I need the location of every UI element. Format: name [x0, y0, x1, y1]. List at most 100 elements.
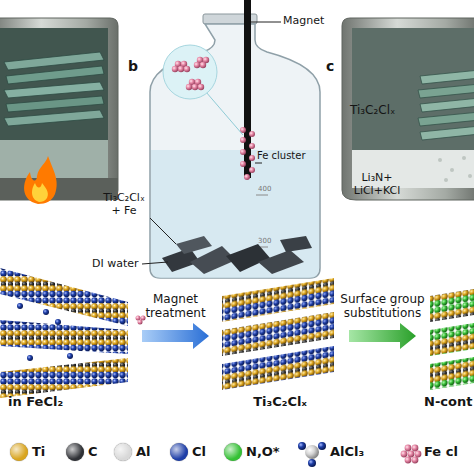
fe-cluster: [244, 174, 250, 180]
legend-icon: [412, 457, 419, 464]
crucible-c: [418, 84, 474, 98]
crucible-c: [342, 18, 474, 200]
zoom-bubble: [163, 45, 243, 135]
zoom-bubble: [178, 66, 184, 72]
fe-cluster: [240, 161, 246, 167]
crucible-a: [0, 178, 118, 200]
legend-icon: [415, 451, 422, 458]
layered-structure: [67, 353, 73, 359]
crucible-c: [420, 126, 474, 140]
legend-label: N,O*: [246, 444, 280, 460]
layered-structure: [55, 319, 61, 325]
flame: [24, 156, 57, 204]
zoom-bubble: [172, 66, 178, 72]
layered-structure: [141, 316, 146, 321]
layered-structure: [138, 320, 143, 325]
fe-cluster: [249, 167, 255, 173]
legend-icon: [298, 442, 306, 450]
legend-icon: [412, 445, 419, 452]
layered-structure: [0, 268, 474, 398]
legend-label: Fe cl: [424, 444, 458, 460]
crucible-a: [6, 66, 104, 84]
crucible-c: [420, 98, 474, 112]
legend-swatch: [170, 443, 188, 461]
legend-icon: [305, 445, 319, 459]
flame: [32, 183, 48, 202]
bottle: [226, 244, 270, 272]
arrow-label: Surface group substitutions: [335, 293, 431, 321]
legend-icon: [401, 451, 408, 458]
crucible-a: [0, 18, 118, 200]
crucible-a: [4, 82, 104, 98]
crucible-a: [0, 18, 118, 200]
layered-structure: [430, 357, 474, 390]
zoom-bubble: [206, 92, 243, 135]
crucible-c: [438, 158, 442, 162]
layered-structure: [27, 355, 33, 361]
part-label: Ti₃C₂Clₓ: [350, 104, 395, 118]
layered-structure: [17, 303, 23, 309]
legend-icon: [308, 459, 316, 467]
layered-structure: [0, 320, 128, 354]
crucible-c: [342, 18, 474, 200]
bottle: [280, 236, 312, 252]
part-label: Ti₃C₂Clₓ + Fe: [98, 192, 150, 217]
legend-label: Cl: [192, 444, 206, 460]
legend-label: AlCl₃: [330, 444, 364, 460]
panel-letter: b: [128, 58, 138, 74]
arrow-label: Magnet treatment: [134, 293, 218, 321]
bottle: [151, 150, 319, 278]
crucible-a: [6, 96, 104, 112]
bottle: [150, 14, 320, 278]
zoom-bubble: [200, 62, 206, 68]
scale-mark: 400: [258, 185, 271, 193]
process-arrow: [349, 323, 416, 349]
leader-line: [150, 218, 176, 244]
layered-structure: [0, 358, 128, 398]
part-label: Magnet: [283, 15, 324, 28]
bottle: [150, 24, 320, 278]
scale-mark: 300: [258, 237, 271, 245]
legend-icon: [318, 442, 326, 450]
zoom-bubble: [194, 62, 200, 68]
legend-icon: [405, 445, 412, 452]
legend-label: C: [88, 444, 98, 460]
fe-cluster: [249, 155, 255, 161]
structure-node: Ti₃C₂Clₓ: [215, 272, 345, 410]
layered-structure: [43, 309, 49, 315]
legend-swatch: [10, 443, 28, 461]
bottle: [258, 250, 304, 274]
process-arrow: [142, 323, 209, 349]
legend-icon: [405, 457, 412, 464]
fe-cluster: [240, 137, 246, 143]
zoom-bubble: [198, 84, 204, 90]
legend-label: Ti: [32, 444, 45, 460]
legend-icon: [408, 451, 415, 458]
fe-cluster: [255, 163, 262, 164]
bottle: [256, 195, 268, 196]
magnet-rod: [251, 22, 281, 23]
legend-swatch: [66, 443, 84, 461]
panel-letter: c: [326, 58, 334, 74]
part-label: Fe cluster: [257, 150, 306, 162]
legend-swatch: [114, 443, 132, 461]
crucible-c: [450, 168, 454, 172]
part-label: Li₃N+ LiCl+KCl: [346, 172, 408, 197]
legend-label: Al: [136, 444, 151, 460]
zoom-bubble: [192, 84, 198, 90]
bottle: [176, 236, 212, 254]
layered-structure: [430, 289, 474, 322]
crucible-a: [0, 28, 108, 178]
structure-node: in FeCl₂: [0, 272, 136, 410]
crucible-c: [462, 156, 466, 160]
zoom-bubble: [163, 45, 217, 99]
flame: [24, 156, 57, 204]
zoom-bubble: [184, 66, 190, 72]
crucible-c: [468, 174, 472, 178]
fe-cluster: [249, 131, 255, 137]
zoom-bubble: [186, 84, 192, 90]
crucible-c: [420, 70, 474, 84]
